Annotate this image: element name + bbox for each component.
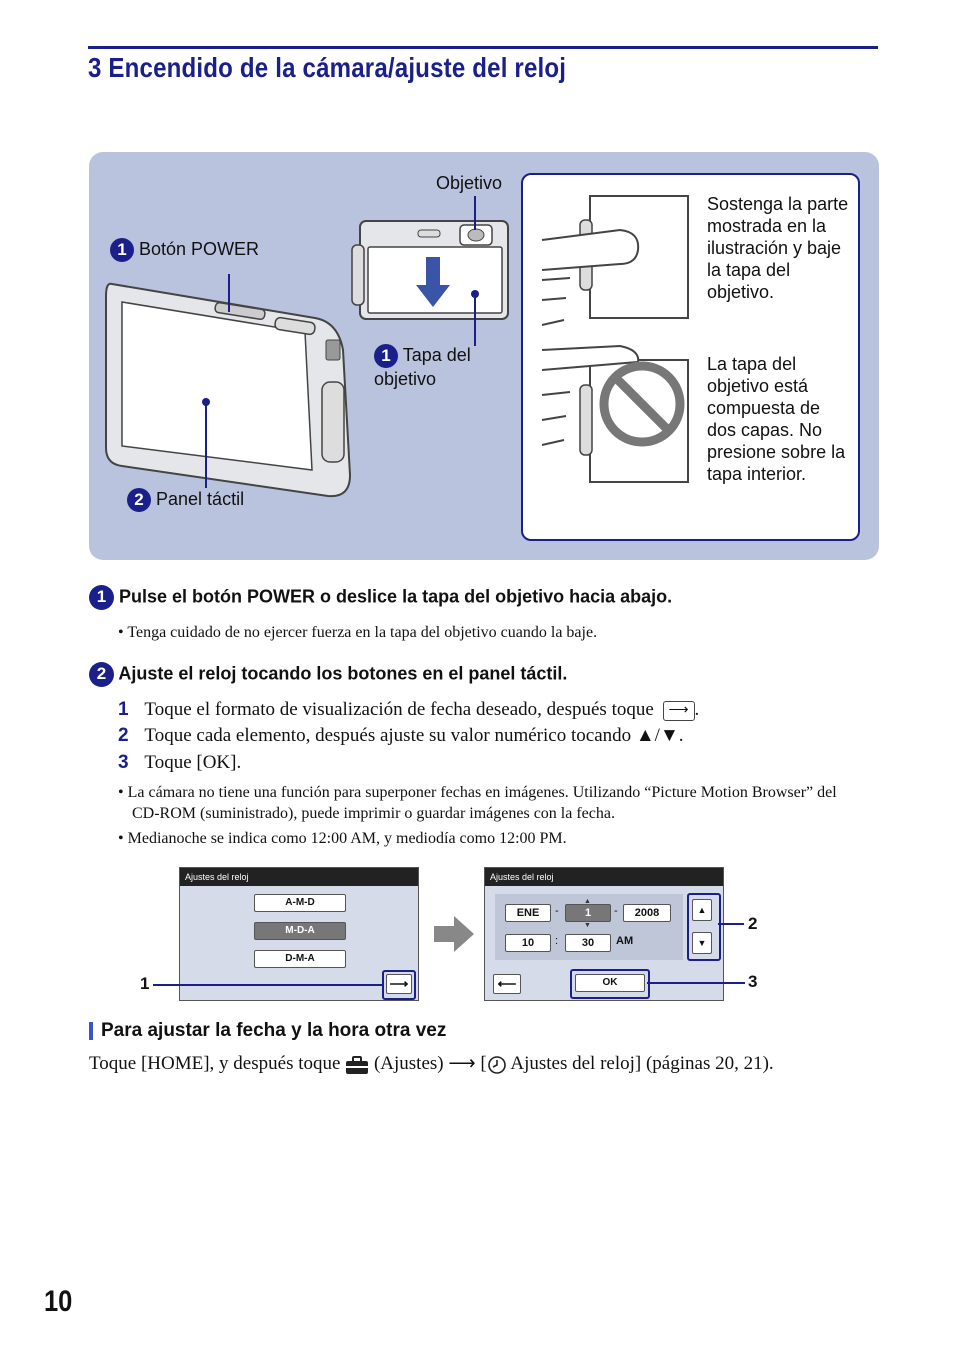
panel-leader-line [205,402,207,488]
label-power-text: Botón POWER [139,239,260,259]
cover-leader-dot [471,290,479,298]
label-cover: 1 Tapa del objetivo [374,344,504,390]
hour-field[interactable]: 10 [505,934,551,952]
screen-2-title: Ajustes del reloj [485,868,723,886]
callout-2-line [718,923,744,925]
step-1-marker-cover: 1 [374,344,398,369]
camera-front-illustration [351,220,509,320]
toolbox-icon [346,1055,369,1074]
step-2-marker: 2 [127,488,151,513]
substep-3: 3 Toque [OK]. [118,750,241,776]
label-panel: 2 Panel táctil [127,488,245,513]
minute-field[interactable]: 30 [565,934,611,952]
cover-leader-line [474,294,476,346]
callout-1: 1 [140,974,150,993]
right-arrow-icon: ⟶ [448,1053,476,1074]
day-up-arrow-icon: ▲ [584,897,591,905]
down-button[interactable]: ▼ [692,932,712,954]
section-text-d: Ajustes del reloj] (páginas 20, 21). [510,1053,774,1074]
section-text: Toque [HOME], y después toque (Ajustes) … [89,1051,774,1077]
section-text-c: [ [480,1053,487,1074]
substep-1-text: Toque el formato de visualización de fec… [144,699,654,720]
step-1-bullet-text: Tenga cuidado de no ejercer fuerza en la… [127,624,598,641]
time-separator: : [555,935,559,947]
step-2-bullet-1-text: La cámara no tiene una función para supe… [127,784,837,822]
section-text-a: Toque [HOME], y después toque [89,1053,341,1074]
step-2-bullet-1: • La cámara no tiene una función para su… [118,784,837,822]
up-button[interactable]: ▲ [692,899,712,921]
next-button-highlight [382,970,416,1000]
next-button[interactable]: ⟶ [386,974,412,994]
clock-icon [487,1055,506,1074]
next-arrow-icon-screen: ⟶ [389,976,409,991]
note-layers: La tapa del objetivo está compuesta de d… [707,354,846,484]
power-leader-line [228,274,230,312]
ok-button[interactable]: OK [575,974,645,992]
step-2-bullet-2: • Medianoche se indica como 12:00 AM, y … [118,830,567,847]
page-title: 3 Encendido de la cámara/ajuste del relo… [88,52,567,83]
format-mda-button[interactable]: M-D-A [254,922,346,940]
date-separator-2: - [614,905,618,917]
header-rule [88,46,878,49]
step-1-heading: 1 Pulse el botón POWER o deslice la tapa… [89,585,672,610]
day-field[interactable]: 1 [565,904,611,922]
callout-3: 3 [748,972,758,991]
clock-screen-values: Ajustes del reloj ENE - 1 ▲ ▼ - 2008 10 … [484,867,724,1001]
camera-back-illustration [105,282,352,498]
clock-screen-format: Ajustes del reloj A-M-D M-D-A D-M-A ⟶ [179,867,419,1001]
step-2-circle: 2 [89,662,114,687]
callout-2: 2 [748,914,758,933]
format-amd-button[interactable]: A-M-D [254,894,346,912]
panel-leader-dot [202,398,210,406]
substep-2-number: 2 [118,725,129,746]
label-power: 1 Botón POWER [110,238,260,263]
note-hold: Sostenga la parte mostrada en la ilustra… [707,194,849,302]
arrows-highlight [687,893,721,961]
step-1-marker: 1 [110,238,134,263]
ok-highlight [570,969,650,999]
back-arrow-icon: ⟵ [497,976,517,991]
substep-1-period: . [694,699,700,720]
step-2-text: Ajuste el reloj tocando los botones en e… [118,663,568,684]
label-lens: Objetivo [436,173,503,193]
section-marker [89,1022,93,1040]
substep-3-number: 3 [118,752,129,773]
format-dma-button[interactable]: D-M-A [254,950,346,968]
ampm-label[interactable]: AM [616,935,634,947]
label-panel-text: Panel táctil [156,489,245,509]
section-text-b: (Ajustes) [373,1053,444,1074]
step-2-bullet-2-text: Medianoche se indica como 12:00 AM, y me… [127,830,567,847]
callout-1-line [153,984,382,986]
next-arrow-icon: ⟶ [662,700,695,721]
page-number: 10 [44,1285,73,1318]
day-down-arrow-icon: ▼ [584,921,591,929]
substep-2-text: Toque cada elemento, después ajuste su v… [144,725,684,746]
month-field[interactable]: ENE [505,904,551,922]
step-1-text: Pulse el botón POWER o deslice la tapa d… [119,586,673,607]
substep-1-number: 1 [118,699,129,720]
hand-illustration [541,195,689,483]
substep-3-text: Toque [OK]. [144,752,242,773]
callout-3-line [647,982,745,984]
substep-1: 1 Toque el formato de visualización de f… [118,697,699,723]
up-triangle-icon: ▲ [697,905,707,915]
back-button[interactable]: ⟵ [493,974,521,994]
step-1-bullet: • Tenga cuidado de no ejercer fuerza en … [118,624,598,641]
label-cover-text: Tapa del objetivo [374,345,471,390]
screen-transition-arrow-icon [434,916,474,952]
step-1-circle: 1 [89,585,114,610]
step-2-heading: 2 Ajuste el reloj tocando los botones en… [89,662,567,687]
date-separator-1: - [555,905,559,917]
screen-1-title: Ajustes del reloj [180,868,418,886]
year-field[interactable]: 2008 [623,904,671,922]
lens-leader-line [474,196,476,230]
substep-2: 2 Toque cada elemento, después ajuste su… [118,723,684,749]
down-triangle-icon: ▼ [697,938,707,948]
section-heading: Para ajustar la fecha y la hora otra vez [101,1020,447,1041]
